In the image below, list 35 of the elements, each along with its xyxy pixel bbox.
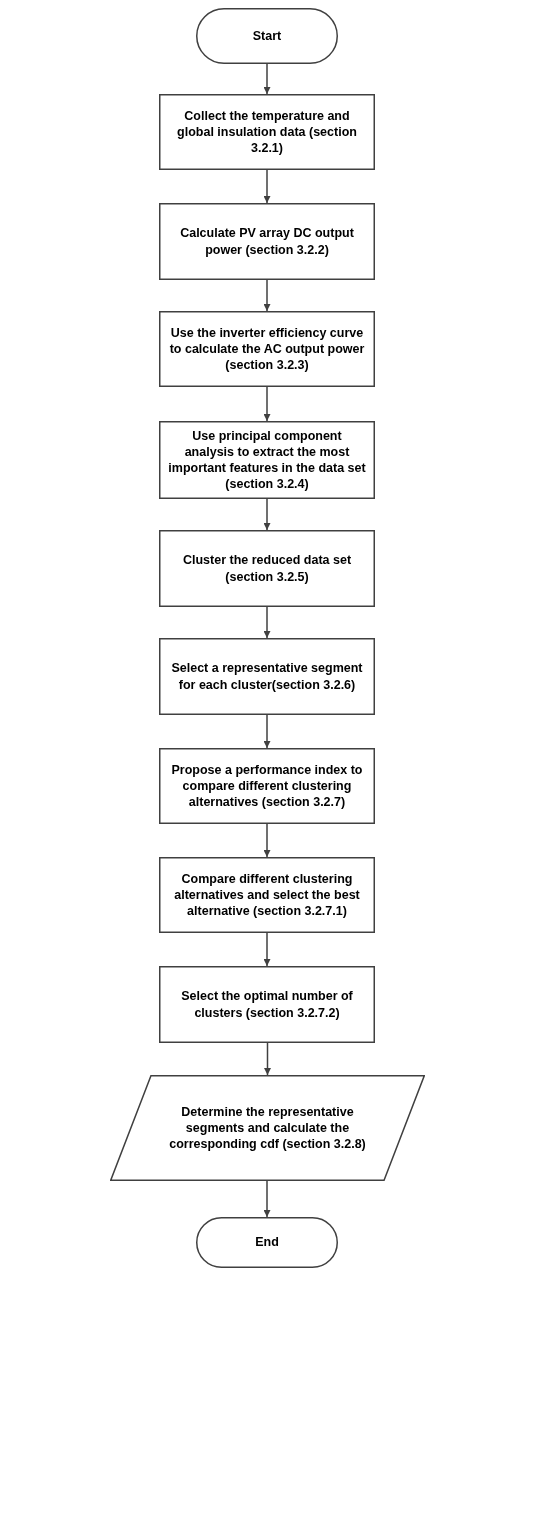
arrow [263,169,271,204]
process-box [159,966,375,1043]
step-text: Determine the representative segments and calculate the corresponding cdf (section 3.2.8) [168,1103,367,1153]
data-parallelogram [110,1075,425,1181]
arrow [263,386,271,422]
process-box [159,857,375,933]
process-box [159,311,375,387]
step-text: Cluster the reduced data set (section 3.2.5) [181,552,353,585]
terminal-shape [196,8,338,64]
step-text: Calculate PV array DC output power (section 3.2.2) [179,225,355,258]
step-text: Start [252,27,282,45]
arrow [263,714,271,749]
process-box [159,748,375,824]
arrow [264,1042,271,1076]
step-text: Select the optimal number of clusters (section 3.2.7.2) [180,988,354,1021]
arrow [263,1180,271,1218]
step-text: Select a representative segment for each cluster(section 3.2.6) [170,660,364,693]
process-box [159,530,375,607]
arrow [263,279,271,312]
step-text: Use the inverter efficiency curve to calculate the AC output power (section 3.2.3) [168,324,366,374]
arrow [263,606,271,639]
arrow [263,932,271,967]
process-box [159,638,375,715]
step-text: Compare different clustering alternatives and select the best alternative (section 3.2.7.1) [173,870,361,920]
step-text: Use principal component analysis to extract the most important features in the data set (section 3.2.4) [167,427,367,493]
step-text: Propose a performance index to compare different clustering alternatives (section 3.2.7) [170,761,364,811]
process-box [159,421,375,499]
step-text: End [255,1234,279,1251]
step-text: Collect the temperature and global insulation data (section 3.2.1) [176,107,358,157]
arrow [263,823,271,858]
process-box [159,203,375,280]
arrow [263,63,271,95]
terminal-shape [196,1217,338,1268]
process-box [159,94,375,170]
arrow [263,498,271,531]
